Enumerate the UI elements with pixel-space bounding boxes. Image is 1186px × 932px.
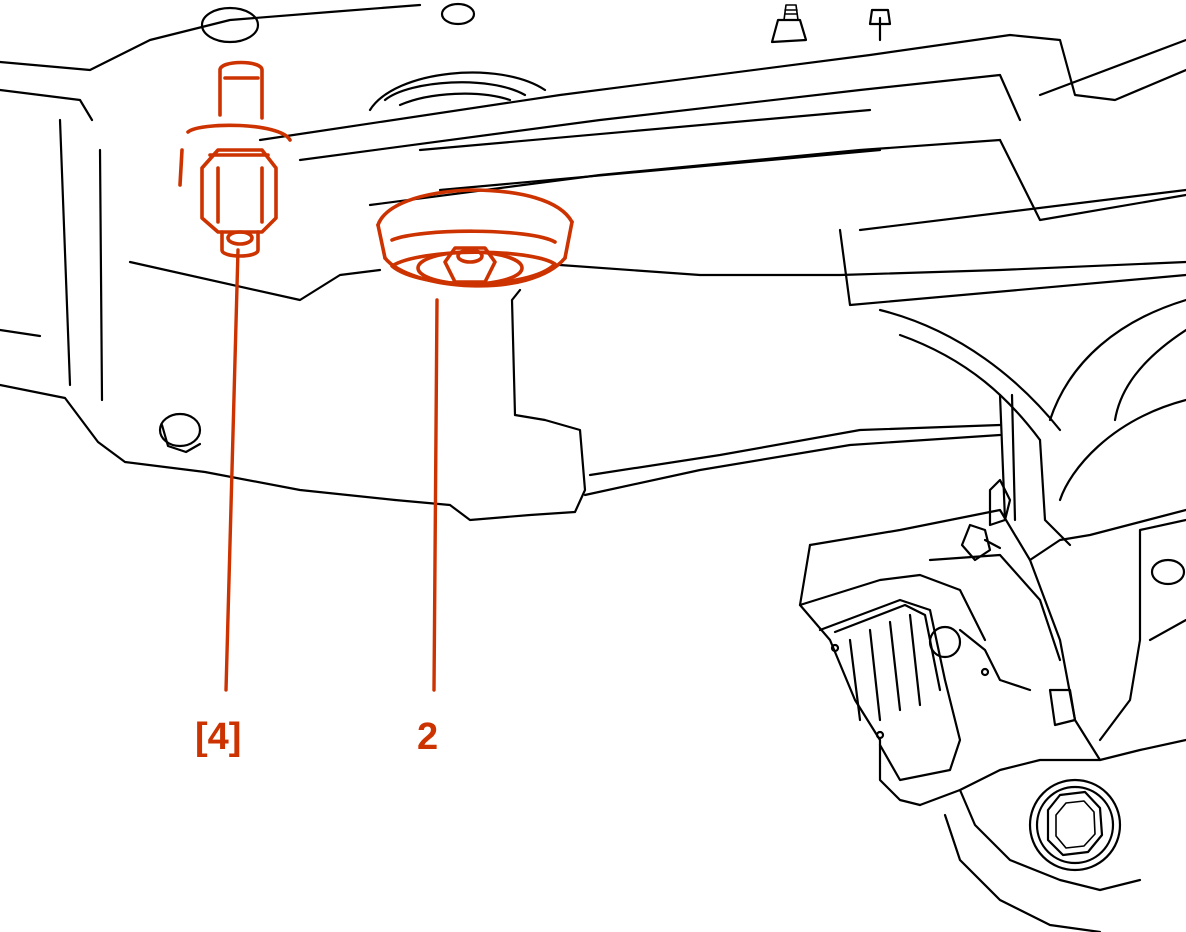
callout-label-2: 2 <box>417 716 439 758</box>
lower-hex-bolt <box>1028 778 1122 872</box>
subframe-outline <box>0 3 1002 522</box>
strut-mount-ring <box>368 71 547 112</box>
part-2-bushing <box>376 188 574 288</box>
callout-label-4: [4] <box>195 716 242 758</box>
knuckle-bracket <box>798 478 1186 932</box>
leader-line-4 <box>224 248 240 692</box>
plug-holes <box>158 2 1186 586</box>
leader-line-2 <box>432 298 439 692</box>
part-4-stud-nut <box>178 60 292 258</box>
highlighted-parts <box>178 60 574 692</box>
top-stud <box>770 4 808 44</box>
lower-control-arm <box>878 298 1186 547</box>
